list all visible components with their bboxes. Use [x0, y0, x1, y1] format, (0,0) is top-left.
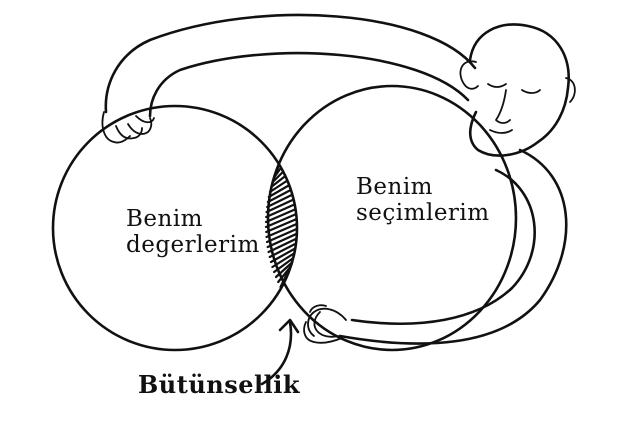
choices-circle	[266, 84, 518, 352]
hatch-stroke	[266, 186, 296, 204]
hatch-stroke	[279, 271, 289, 289]
choices-label: Benim seçimlerim	[356, 174, 490, 226]
hatch-stroke	[268, 241, 297, 259]
choices-label-line2: seçimlerim	[356, 200, 490, 226]
hatch-stroke	[265, 201, 297, 219]
hatch-stroke	[264, 211, 297, 229]
choices-label-line1: Benim	[356, 174, 433, 200]
integrity-label: Bütünsellik	[138, 372, 300, 398]
left-hand	[101, 111, 155, 144]
hatch-stroke	[265, 196, 297, 214]
body-outline	[338, 148, 568, 345]
hatch-stroke	[266, 191, 297, 209]
overlap-hatching	[264, 156, 297, 289]
hatch-stroke	[269, 246, 297, 264]
arm-over-top	[104, 13, 477, 118]
hatch-stroke	[265, 216, 297, 234]
values-label-line1: Benim	[126, 206, 203, 232]
hatch-stroke	[265, 221, 297, 239]
lower-hand	[303, 304, 347, 344]
hatch-stroke	[267, 236, 297, 254]
hatch-stroke	[271, 251, 296, 269]
hatch-stroke	[277, 266, 291, 284]
hatch-stroke	[266, 231, 297, 249]
integrity-label-text: Bütünsellik	[138, 370, 300, 399]
hatch-stroke	[265, 226, 297, 244]
hatch-stroke	[264, 206, 297, 224]
integrity-arrow	[260, 318, 300, 386]
values-label: Benim degerlerim	[126, 206, 260, 258]
hatch-stroke	[267, 181, 294, 199]
hatch-stroke	[273, 256, 295, 274]
values-label-line2: degerlerim	[126, 232, 260, 258]
hatch-stroke	[274, 261, 293, 279]
person-head	[459, 23, 576, 157]
